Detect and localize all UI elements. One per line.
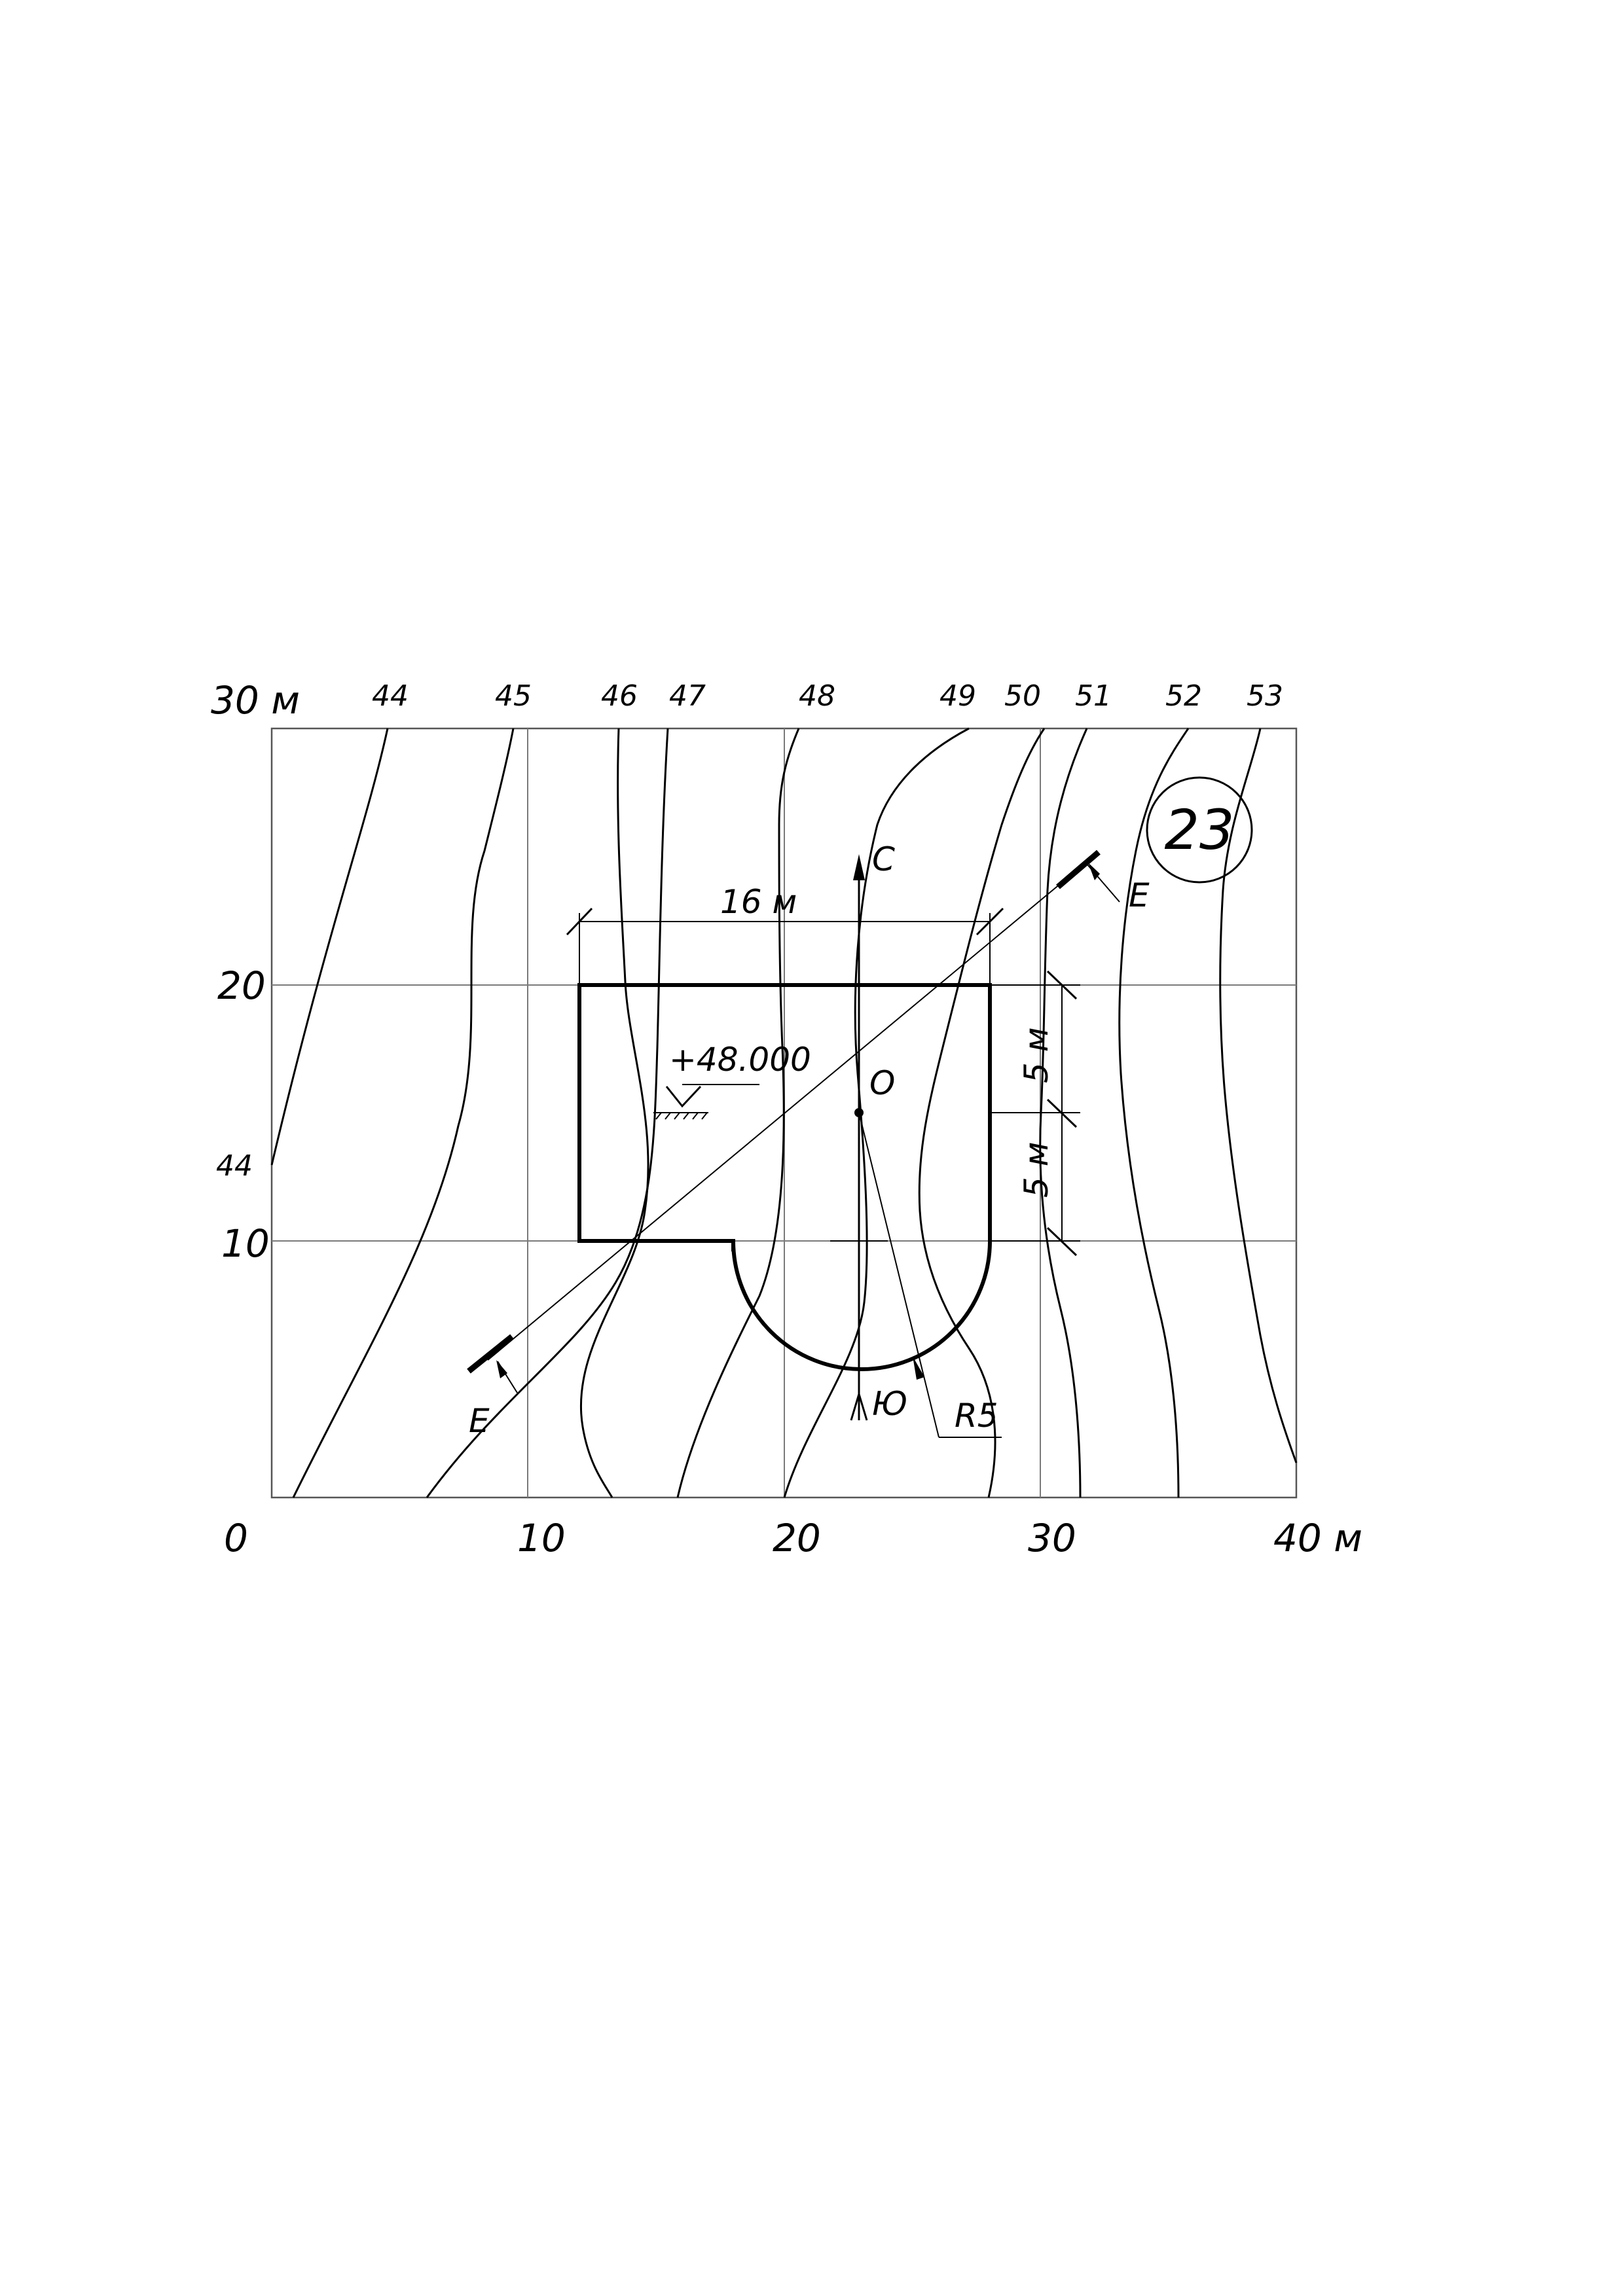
contour-label: 44: [216, 1149, 253, 1183]
contour-44: [270, 728, 389, 1166]
point-o-label: O: [869, 1064, 895, 1102]
north-label: С: [872, 840, 895, 878]
building-outline: [577, 983, 992, 1371]
contour-label: 47: [669, 679, 706, 713]
contour-51: [1118, 728, 1190, 1498]
radius-label: R5: [955, 1397, 998, 1435]
section-label-bottom: E: [469, 1402, 490, 1440]
x-tick-label: 0: [224, 1516, 248, 1560]
south-arrow-icon: [850, 1390, 868, 1421]
north-arrow-icon: [853, 854, 865, 880]
section-arrowhead-top-icon: [1088, 863, 1100, 880]
contour-44-lower: [292, 728, 515, 1498]
contour-label: 51: [1075, 679, 1112, 713]
contour-label: 45: [495, 679, 532, 713]
grid: [270, 727, 1298, 1499]
x-tick-label: 40 м: [1273, 1516, 1362, 1560]
y-tick-label: 10: [221, 1221, 270, 1266]
contour-label: 49: [939, 679, 976, 713]
elevation-triangle-icon: [665, 1085, 702, 1108]
radius-leader: R5: [858, 1112, 1002, 1438]
contour-label: 53: [1247, 679, 1283, 713]
radius-arrowhead-icon: [913, 1356, 924, 1380]
x-tick-label: 20: [773, 1516, 821, 1560]
sheet-number: 23: [1165, 798, 1235, 862]
section-stroke-top: [1056, 850, 1101, 889]
north-south-axis: С Ю O: [830, 840, 907, 1423]
sheet-number-circle: [1146, 776, 1253, 884]
x-tick-label: 10: [517, 1516, 566, 1560]
contour-label: 46: [601, 679, 638, 713]
section-stroke-bottom: [467, 1334, 514, 1374]
x-tick-label: 30: [1028, 1516, 1076, 1560]
sheet-number-badge: 23: [1146, 776, 1253, 884]
contour-label: 50: [1004, 679, 1041, 713]
dimension-tick: [1046, 970, 1078, 1000]
dimension-tick: [1046, 1098, 1078, 1128]
contour-46: [579, 728, 649, 1498]
contour-49: [918, 728, 1046, 1498]
dimension-label: 16 м: [720, 883, 797, 921]
contour-label: 44: [372, 679, 409, 713]
dimension-right: 5 м 5 м: [990, 970, 1080, 1257]
contour-52: [1219, 728, 1298, 1463]
dimension-tick: [1046, 1227, 1078, 1257]
contour-labels: 44 45 46 47 48 49 50 51 52 53 44: [216, 679, 1283, 1183]
section-label-top: E: [1129, 876, 1150, 914]
section-line: E E: [467, 850, 1150, 1440]
ground-hatch: [655, 1112, 708, 1120]
dimension-tick: [976, 907, 1004, 936]
y-tick-label: 30 м: [211, 678, 300, 723]
dimension-label: 5 м: [1017, 1028, 1055, 1083]
contour-47: [676, 728, 800, 1498]
south-label: Ю: [872, 1385, 907, 1423]
radius-line: [858, 1112, 939, 1438]
contour-45: [426, 728, 669, 1498]
y-axis-labels: 10 20 30 м: [211, 678, 300, 1266]
x-axis-labels: 0 10 20 30 40 м: [224, 1516, 1362, 1560]
section-cut-line: [487, 867, 1081, 1361]
section-arrowhead-bottom-icon: [496, 1360, 507, 1378]
y-tick-label: 20: [217, 963, 266, 1008]
contour-label: 48: [799, 679, 835, 713]
dimension-width: 16 м: [566, 883, 1004, 985]
dimension-tick: [566, 907, 593, 936]
elevation-label: +48.000: [669, 1041, 811, 1079]
contour-label: 52: [1165, 679, 1202, 713]
dimension-label: 5 м: [1017, 1142, 1055, 1198]
elevation-mark: +48.000: [653, 1041, 811, 1120]
